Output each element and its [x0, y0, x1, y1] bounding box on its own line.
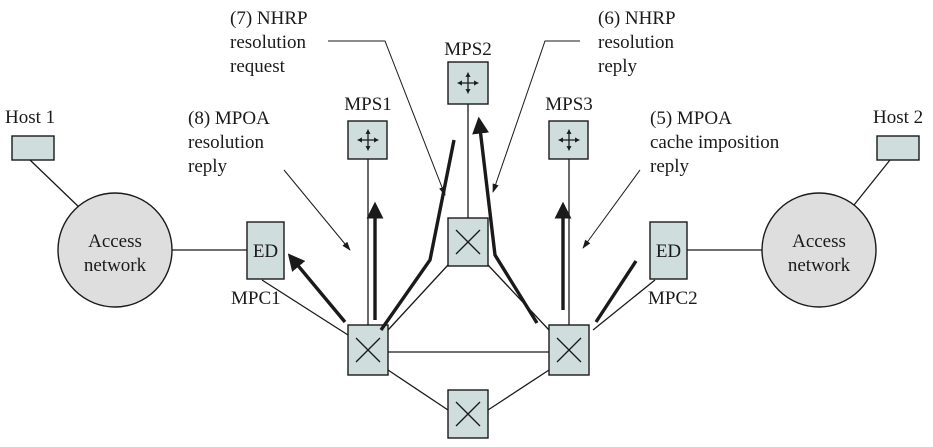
msg5-line3: reply: [650, 156, 690, 177]
flow-arrow-6-from-mps2: [472, 116, 539, 324]
access-network-right: Access network: [761, 192, 877, 308]
message-flow-arrows: [287, 116, 638, 331]
callout-label-7: (7) NHRP resolution request: [230, 8, 308, 77]
switch-bottom-to-right-link: [487, 369, 550, 411]
access-network-left: Access network: [57, 192, 173, 308]
mps1: MPS1: [344, 94, 392, 160]
mps1-label: MPS1: [344, 94, 392, 115]
atm-switch-bottom: [447, 389, 489, 439]
ed-right-box: [649, 221, 688, 280]
switch-left-to-top-link: [387, 264, 449, 331]
msg7-line3: request: [230, 56, 286, 77]
msg8-line2: resolution: [188, 132, 264, 153]
msg8-line1: (8) MPOA: [188, 108, 270, 129]
atm-switch-right: [548, 324, 590, 376]
host1-link: [29, 159, 83, 211]
switch-top-to-right-link: [487, 264, 550, 331]
ed-left-box: [246, 221, 285, 280]
mps2: MPS2: [444, 39, 492, 105]
access-network-left-circle: [57, 192, 173, 308]
msg6-line2: resolution: [598, 32, 674, 53]
ed-right-to-switch-link: [592, 279, 656, 331]
msg7-line1: (7) NHRP: [230, 8, 308, 29]
switch-left-to-bottom-link: [387, 369, 449, 411]
edge-device-left: ED MPC1: [231, 221, 285, 309]
access-network-left-line2: network: [84, 255, 147, 276]
msg5-line1: (5) MPOA: [650, 108, 732, 129]
mps3-label: MPS3: [545, 94, 593, 115]
callout-pointer-5: [582, 169, 641, 249]
msg5-line2: cache imposition: [650, 132, 780, 153]
access-network-right-line1: Access: [792, 231, 846, 252]
mps3: MPS3: [545, 94, 593, 160]
atm-switch-left: [347, 324, 389, 376]
callout-label-6: (6) NHRP resolution reply: [598, 8, 676, 77]
callout-label-8: (8) MPOA resolution reply: [188, 108, 270, 177]
edge-device-right: ED MPC2: [648, 221, 698, 309]
callout-pointer-7: [328, 40, 446, 196]
host1-box: [11, 135, 55, 161]
mpc2-label: MPC2: [648, 288, 698, 309]
mpc1-label: MPC1: [231, 288, 281, 309]
host1-label: Host 1: [5, 107, 55, 128]
host2: Host 2: [873, 107, 923, 161]
flow-arrow-5-from-mpc2: [594, 260, 638, 323]
ed-left-to-switch-link: [261, 279, 349, 336]
msg6-line3: reply: [598, 56, 638, 77]
switch-bottom-box: [447, 389, 489, 439]
atm-switch-top: [447, 217, 489, 267]
connection-lines: [29, 104, 891, 411]
access-network-left-line1: Access: [88, 231, 142, 252]
access-network-right-line2: network: [788, 255, 851, 276]
access-network-right-circle: [761, 192, 877, 308]
flow-arrow-7-to-mps2: [379, 139, 456, 331]
host1: Host 1: [5, 107, 55, 161]
ed-left-label: ED: [253, 241, 278, 262]
callout-pointer-6: [492, 40, 580, 193]
msg8-line3: reply: [188, 156, 228, 177]
msg6-line1: (6) NHRP: [598, 8, 676, 29]
ed-right-label: ED: [656, 241, 681, 262]
flow-arrow-8-to-mpc1: [287, 253, 347, 324]
host2-label: Host 2: [873, 107, 923, 128]
host2-box: [876, 135, 920, 161]
callout-label-5: (5) MPOA cache imposition reply: [650, 108, 780, 177]
mps2-label: MPS2: [444, 39, 492, 60]
host2-link: [849, 159, 891, 211]
callout-pointer-8: [283, 169, 351, 251]
msg7-line2: resolution: [230, 32, 306, 53]
callout-pointers: [283, 40, 641, 251]
